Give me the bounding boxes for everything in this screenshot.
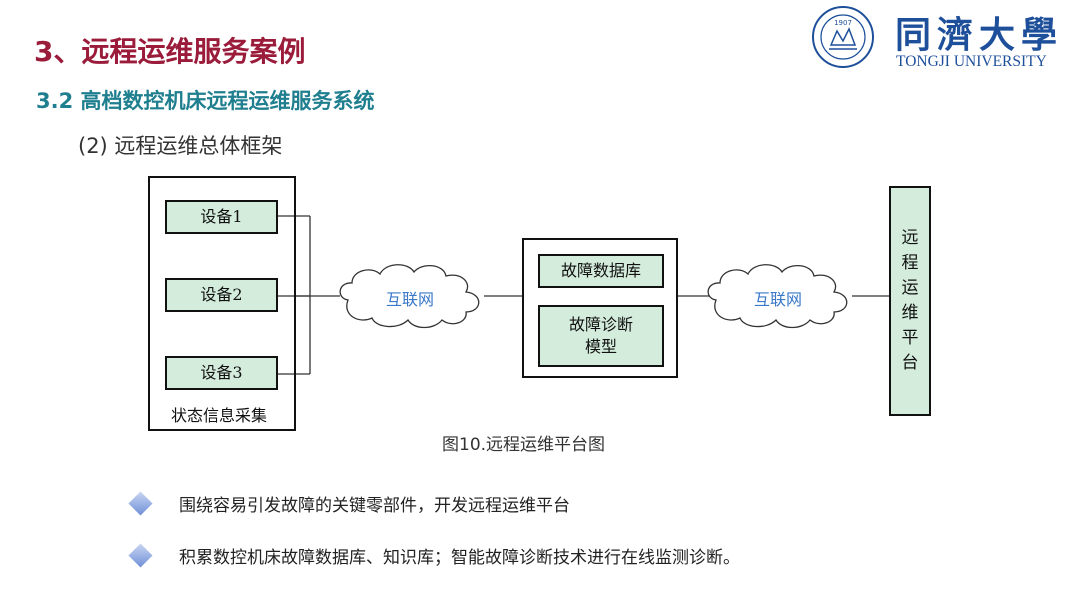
fault-diagnosis-line1: 故障诊断 — [568, 315, 633, 335]
logo-name-en: TONGJI UNIVERSITY — [896, 53, 1047, 70]
diamond-bullet-icon — [128, 491, 153, 516]
fault-server-frame — [522, 238, 678, 378]
cloud-left-label: 互联网 — [386, 290, 435, 309]
cloud-left-icon — [339, 264, 480, 329]
cloud-right-label: 互联网 — [754, 290, 803, 309]
figure-caption: 图10.远程运维平台图 — [442, 435, 606, 455]
cloud-right-icon — [707, 264, 848, 329]
section-heading: (2) 远程运维总体框架 — [78, 134, 283, 158]
bullet-text: 积累数控机床故障数据库、知识库；智能故障诊断技术进行在线监测诊断。 — [179, 548, 740, 568]
device-2-box: 设备2 — [165, 278, 278, 312]
collection-frame — [148, 176, 296, 431]
collection-label: 状态信息采集 — [171, 406, 268, 425]
seal-year: 1907 — [834, 19, 852, 27]
bullet-item: 围绕容易引发故障的关键零部件，开发远程运维平台 — [128, 491, 570, 516]
fault-diagnosis-line2: 模型 — [584, 337, 617, 356]
page-subtitle: 3.2 高档数控机床远程运维服务系统 — [36, 89, 375, 113]
device-3-box: 设备3 — [165, 356, 278, 390]
fault-diagnosis-box: 故障诊断 模型 — [538, 305, 664, 367]
device-1-box: 设备1 — [165, 200, 278, 234]
university-seal-icon: 1907 — [812, 6, 874, 68]
fault-database-box: 故障数据库 — [538, 254, 664, 288]
remote-platform-label: 远 程 运 维 平 台 — [901, 228, 919, 373]
logo-name-cn: 同濟大學 — [895, 14, 1064, 56]
bullet-text: 围绕容易引发故障的关键零部件，开发远程运维平台 — [179, 496, 570, 516]
remote-platform-box: 远 程 运 维 平 台 — [889, 186, 931, 416]
bullet-item: 积累数控机床故障数据库、知识库；智能故障诊断技术进行在线监测诊断。 — [128, 543, 740, 568]
page-title: 3、远程运维服务案例 — [34, 35, 306, 68]
diamond-bullet-icon — [128, 543, 153, 568]
